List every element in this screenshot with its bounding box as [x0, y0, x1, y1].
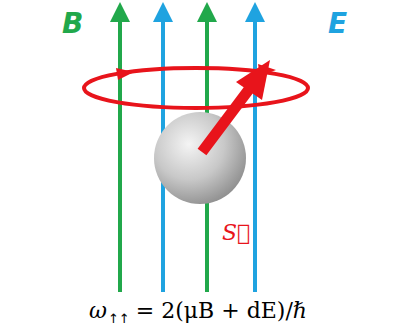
b-field-line [118, 12, 122, 292]
e-field-line [253, 12, 257, 292]
equation-subscript: ↑↑ [108, 312, 130, 325]
spin-vector [202, 88, 250, 152]
orbit-arrowhead [116, 68, 134, 80]
particle-sphere [154, 112, 246, 204]
equation-symbol: ω [89, 300, 107, 322]
equation: = 2(μB + dE)/ℏ [136, 300, 307, 322]
field-label: B [62, 10, 83, 38]
field-label: E [328, 10, 347, 38]
spin-label: S⃗ [222, 222, 250, 244]
spin-arrowhead [236, 60, 270, 100]
precession-orbit [84, 68, 308, 108]
